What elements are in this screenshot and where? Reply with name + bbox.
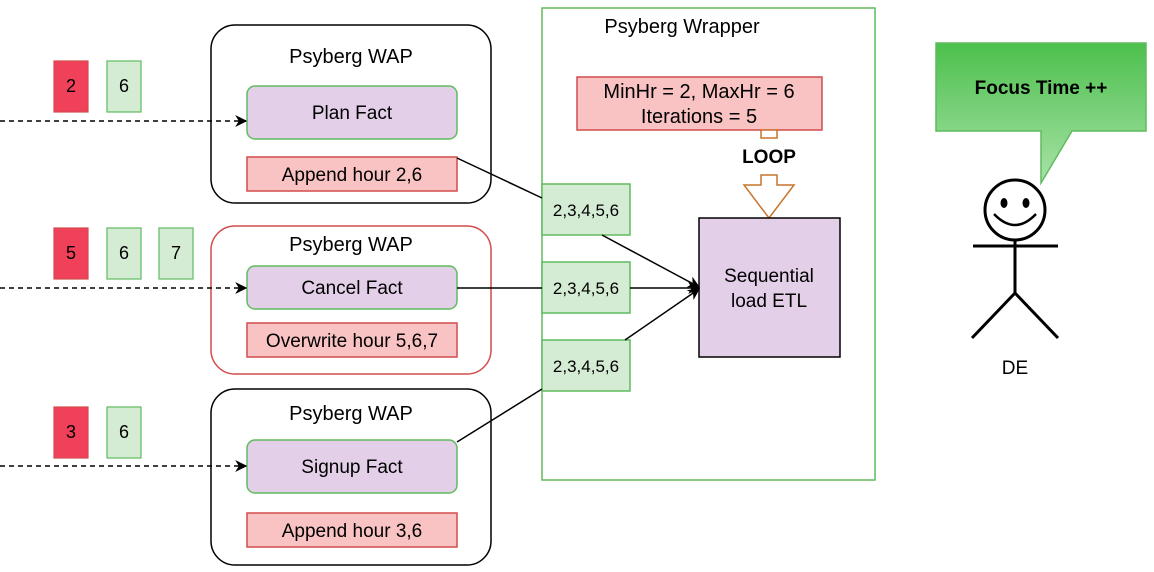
- params-line-1: MinHr = 2, MaxHr = 6: [603, 81, 794, 103]
- green-badge: [158, 227, 194, 280]
- green-badge-label: 6: [119, 422, 129, 442]
- plan-fact-box: [246, 85, 458, 140]
- callout-text: Focus Time ++: [975, 78, 1108, 99]
- plan-action-label: Append hour 2,6: [282, 165, 423, 186]
- green-badge: [106, 227, 142, 280]
- connector-plan: [456, 157, 543, 199]
- green-badge-label: 6: [119, 243, 129, 263]
- hour-list-1: 2,3,4,5,6: [541, 183, 631, 236]
- wap-plan: Psyberg WAP Plan Fact Append hour 2,6: [210, 24, 492, 204]
- green-badge: [106, 406, 142, 459]
- signup-action-box: [246, 512, 458, 548]
- red-badge-label: 2: [66, 76, 76, 96]
- input-row-1: 2 6: [53, 60, 142, 113]
- red-badge-label: 5: [66, 243, 76, 263]
- sequential-etl-box: Sequential load ETL: [698, 217, 841, 358]
- red-badge-label: 3: [66, 422, 76, 442]
- connector-signup: [456, 388, 543, 443]
- cancel-action-label: Overwrite hour 5,6,7: [266, 331, 438, 352]
- wap-cancel-title: Psyberg WAP: [289, 234, 413, 256]
- green-badge: [106, 60, 142, 113]
- hour-list-3-label: 2,3,4,5,6: [553, 357, 619, 376]
- stick-figure: [970, 178, 1060, 340]
- hour-list-3: 2,3,4,5,6: [541, 339, 631, 392]
- wap-plan-title: Psyberg WAP: [289, 46, 413, 68]
- focus-callout: Focus Time ++: [935, 42, 1147, 186]
- signup-action-label: Append hour 3,6: [282, 521, 423, 542]
- input-row-3: 3 6: [53, 406, 142, 459]
- signup-fact-label: Signup Fact: [301, 457, 403, 478]
- etl-arrow-1: [601, 234, 701, 288]
- red-badge: [53, 227, 89, 280]
- cancel-fact-label: Cancel Fact: [301, 278, 403, 299]
- params-box: MinHr = 2, MaxHr = 6 Iterations = 5: [576, 76, 823, 131]
- wap-signup: Psyberg WAP Signup Fact Append hour 3,6: [210, 388, 492, 566]
- plan-action-box: [246, 156, 458, 192]
- red-badge: [53, 60, 89, 113]
- hour-list-2: 2,3,4,5,6: [541, 261, 631, 314]
- loop-arrow: [742, 174, 796, 220]
- loop-connector: [760, 129, 778, 139]
- psyberg-wrapper: Psyberg Wrapper MinHr = 2, MaxHr = 6 Ite…: [541, 7, 876, 481]
- de-label: DE: [1002, 358, 1028, 379]
- wap-signup-title: Psyberg WAP: [289, 403, 413, 425]
- params-line-2: Iterations = 5: [641, 106, 757, 128]
- cancel-action-box: [246, 322, 458, 358]
- green-badge-label: 7: [171, 243, 181, 263]
- wap-cancel: Psyberg WAP Cancel Fact Overwrite hour 5…: [210, 225, 492, 375]
- etl-line-1: Sequential: [724, 266, 814, 287]
- hour-list-1-label: 2,3,4,5,6: [553, 201, 619, 220]
- hour-list-2-label: 2,3,4,5,6: [553, 279, 619, 298]
- green-badge-label: 6: [119, 76, 129, 96]
- plan-fact-label: Plan Fact: [312, 103, 393, 124]
- loop-label: LOOP: [742, 147, 796, 168]
- red-badge: [53, 406, 89, 459]
- wrapper-title: Psyberg Wrapper: [604, 16, 760, 38]
- input-row-2: 5 6 7: [53, 227, 194, 280]
- etl-line-2: load ETL: [731, 291, 807, 312]
- etl-arrow-3: [624, 288, 700, 341]
- smiley-face-icon: [983, 178, 1047, 242]
